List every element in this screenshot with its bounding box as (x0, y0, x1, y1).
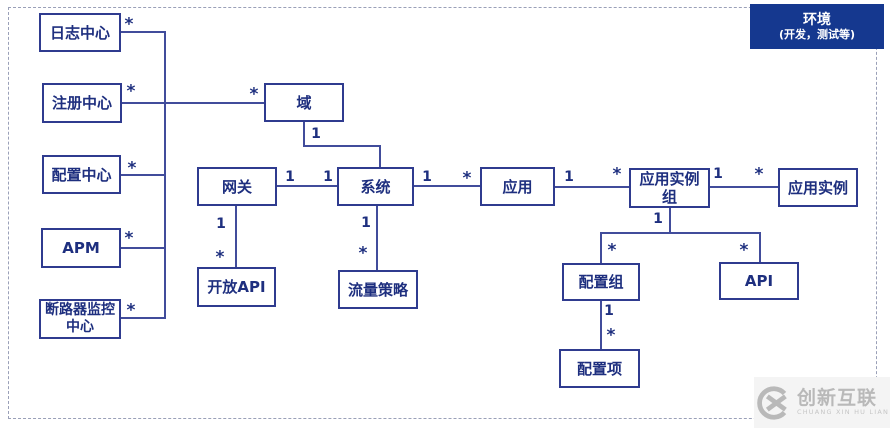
node-registry-center: 注册中心 (42, 83, 122, 123)
watermark-subtext: CHUANG XIN HU LIAN (796, 407, 890, 416)
node-config-center: 配置中心 (42, 155, 121, 194)
connector-line (235, 206, 237, 267)
multiplicity-label: * (127, 158, 137, 179)
connector-line (122, 102, 264, 104)
watermark-name: 创新互联 (796, 386, 877, 409)
connector-line (121, 174, 166, 176)
multiplicity-label: 1 (653, 211, 663, 227)
connector-line (759, 232, 761, 262)
connector-line (414, 185, 480, 187)
connector-line (710, 186, 778, 188)
multiplicity-label: 1 (311, 126, 321, 142)
multiplicity-label: 1 (323, 169, 333, 185)
node-config-group: 配置组 (562, 263, 640, 301)
node-config-item: 配置项 (559, 349, 640, 388)
multiplicity-label: 1 (604, 303, 614, 319)
node-domain: 域 (264, 83, 344, 122)
connector-line (277, 185, 337, 187)
environment-title: 环境 (803, 11, 831, 28)
environment-subtitle: (开发，测试等) (778, 28, 856, 42)
cx-logo-icon (757, 385, 787, 420)
connector-line (121, 317, 166, 319)
node-application: 应用 (480, 167, 555, 206)
node-apm: APM (41, 228, 121, 268)
multiplicity-label: 1 (564, 169, 574, 185)
multiplicity-label: * (358, 243, 368, 264)
node-system: 系统 (337, 167, 414, 206)
multiplicity-label: 1 (285, 169, 295, 185)
multiplicity-label: 1 (361, 215, 371, 231)
node-traffic-policy: 流量策略 (338, 270, 418, 309)
multiplicity-label: * (606, 325, 616, 346)
node-api: API (719, 262, 799, 300)
multiplicity-label: 1 (713, 166, 723, 182)
node-app-instance: 应用实例 (778, 168, 858, 207)
multiplicity-label: * (124, 14, 134, 35)
multiplicity-label: * (124, 228, 134, 249)
connector-line (600, 300, 602, 349)
node-log-center: 日志中心 (39, 13, 121, 52)
connector-line (120, 31, 166, 33)
multiplicity-label: * (739, 240, 749, 261)
connector-line (376, 206, 378, 270)
multiplicity-label: 1 (216, 216, 226, 232)
multiplicity-label: * (462, 168, 472, 189)
connector-line (600, 232, 602, 263)
connector-line (121, 247, 166, 249)
node-gateway: 网关 (197, 167, 277, 206)
connector-line (303, 145, 381, 147)
connector-line (379, 145, 381, 168)
watermark-logo: 创新互联 CHUANG XIN HU LIAN (754, 377, 890, 428)
diagram-dashed-border (8, 7, 877, 419)
multiplicity-label: * (126, 81, 136, 102)
connector-line (164, 31, 166, 319)
multiplicity-label: 1 (422, 169, 432, 185)
connector-line (669, 208, 671, 234)
connector-line (555, 186, 629, 188)
environment-label-box: 环境 (开发，测试等) (750, 4, 884, 49)
multiplicity-label: * (126, 300, 136, 321)
multiplicity-label: * (612, 164, 622, 185)
node-app-instance-group: 应用实例组 (629, 168, 710, 208)
connector-line (600, 232, 761, 234)
multiplicity-label: * (215, 247, 225, 268)
multiplicity-label: * (754, 164, 764, 185)
connector-line (303, 121, 305, 147)
node-circuit-breaker-center: 断路器监控中心 (39, 299, 121, 339)
node-open-api: 开放API (197, 267, 276, 307)
multiplicity-label: * (249, 84, 259, 105)
multiplicity-label: * (607, 240, 617, 261)
